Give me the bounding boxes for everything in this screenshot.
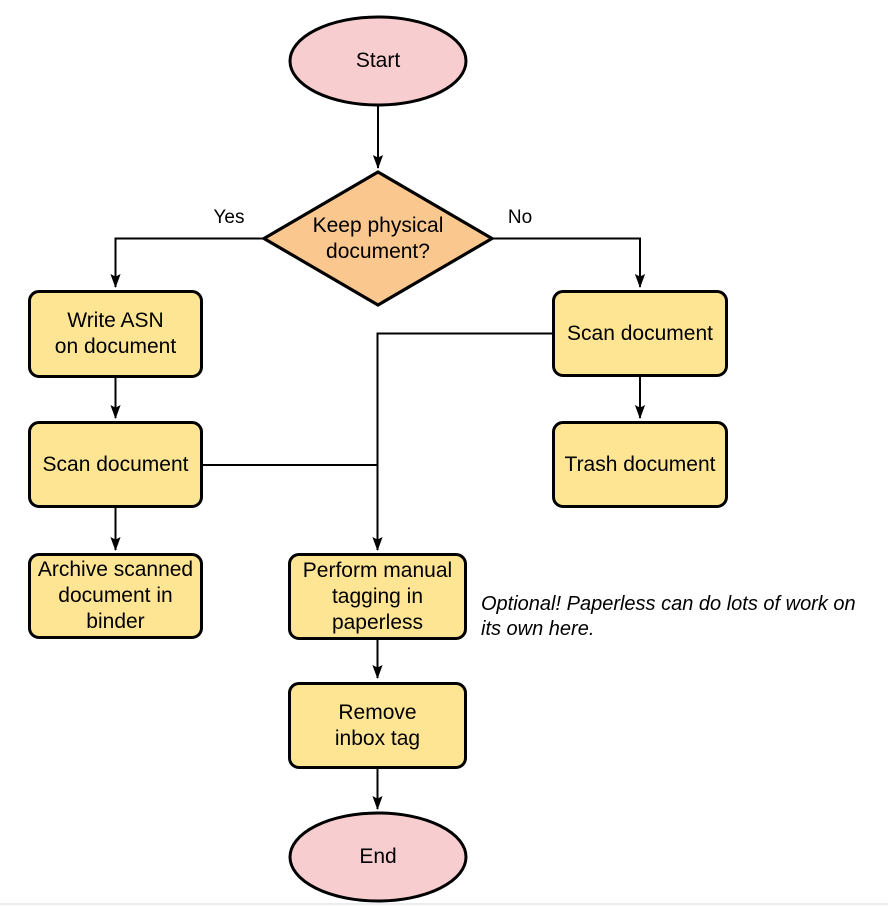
scan-document-right-node: Scan document xyxy=(552,290,728,377)
no-branch-label: No xyxy=(507,207,533,228)
decision-label: Keep physical document? xyxy=(312,213,444,263)
manual-tagging-node: Perform manual tagging in paperless xyxy=(288,553,467,640)
yes-branch-label: Yes xyxy=(213,207,245,228)
start-label: Start xyxy=(355,49,401,72)
start-ellipse xyxy=(288,15,468,107)
decision-diamond xyxy=(260,170,496,307)
edge-decision-no-to-scan-right xyxy=(492,237,646,288)
edge-decision-yes-to-write-asn xyxy=(110,237,264,288)
write-asn-node: Write ASN on document xyxy=(28,290,203,378)
end-label: End xyxy=(359,845,397,868)
trash-document-node: Trash document xyxy=(552,421,728,508)
edge-scan-right-to-tagging xyxy=(372,332,552,551)
archive-document-node: Archive scanned document in binder xyxy=(28,553,203,639)
end-ellipse xyxy=(288,811,468,903)
scan-document-left-node: Scan document xyxy=(28,421,203,508)
optional-note: Optional! Paperless can do lots of work … xyxy=(481,593,856,640)
remove-inbox-tag-node: Remove inbox tag xyxy=(288,682,467,769)
bottom-rule xyxy=(0,903,888,905)
